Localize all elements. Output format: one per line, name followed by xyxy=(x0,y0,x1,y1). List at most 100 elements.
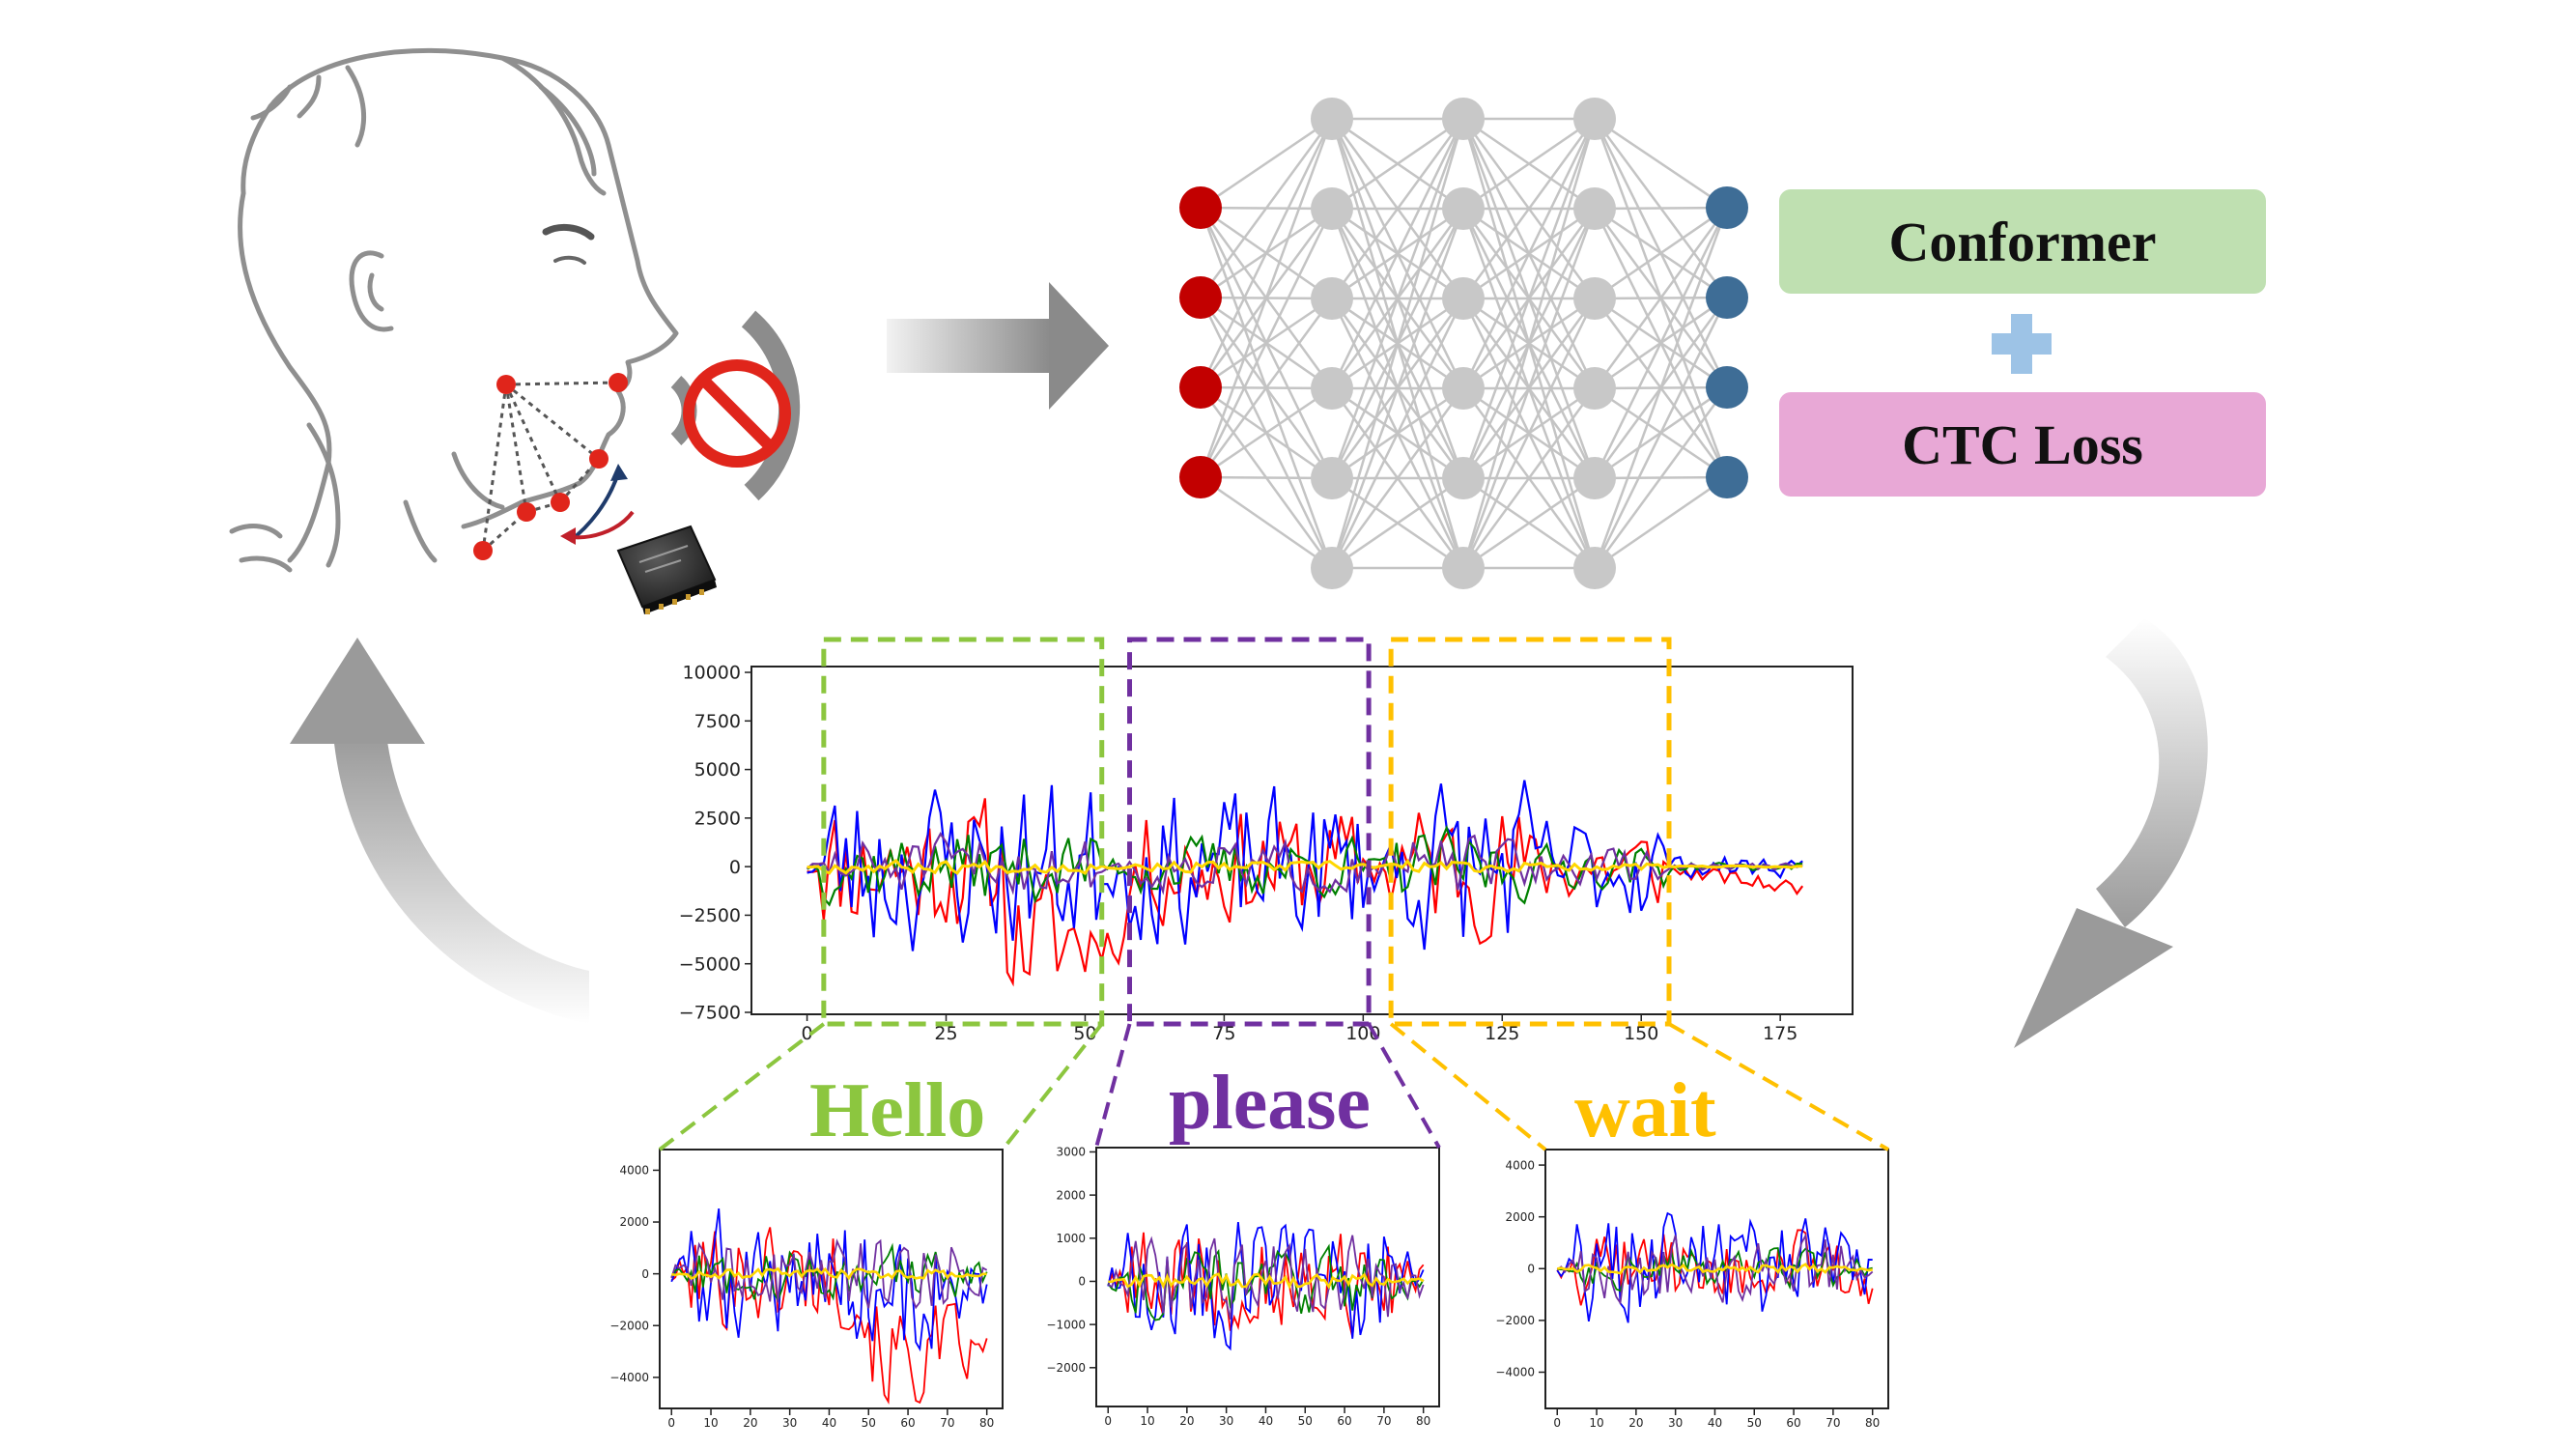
face-sketch xyxy=(229,47,679,573)
no-sound-icon xyxy=(670,310,801,501)
network-edge xyxy=(1593,207,1729,389)
signal-series-line xyxy=(1108,1272,1425,1290)
x-tick-label: 0 xyxy=(1553,1416,1561,1430)
hidden-node xyxy=(1573,277,1616,320)
network-edge xyxy=(1200,475,1333,480)
signal-series-line xyxy=(1107,1243,1425,1321)
network-edge xyxy=(1330,387,1465,569)
network-edge xyxy=(1200,475,1333,570)
y-tick-label: 0 xyxy=(1078,1275,1086,1289)
imu-chip-icon xyxy=(616,525,717,614)
ctc-loss-label: CTC Loss xyxy=(1902,412,2143,476)
network-edge xyxy=(1461,298,1597,569)
network-edge xyxy=(1330,118,1465,389)
network-edge xyxy=(1461,118,1597,299)
y-tick-label: −4000 xyxy=(1495,1366,1535,1379)
network-edge xyxy=(1594,117,1728,210)
y-tick-label: 10000 xyxy=(683,663,741,684)
y-tick-label: 5000 xyxy=(694,759,741,781)
hidden-node xyxy=(1311,367,1353,410)
signal-series-line xyxy=(1556,1229,1874,1306)
network-edge xyxy=(1330,118,1465,569)
y-tick-label: −7500 xyxy=(679,1003,741,1024)
signal-series-line xyxy=(671,1266,987,1281)
network-edge xyxy=(1330,298,1465,569)
x-tick-label: 60 xyxy=(1786,1416,1800,1430)
signal-series-line xyxy=(670,1227,988,1405)
network-edge xyxy=(1593,386,1729,569)
network-edge xyxy=(1593,297,1729,569)
word-wait: wait xyxy=(1574,1068,1716,1153)
y-tick-label: 2000 xyxy=(619,1215,649,1229)
signal-series-line xyxy=(807,824,1803,907)
network-edge xyxy=(1200,386,1333,479)
x-tick-label: 70 xyxy=(1826,1416,1840,1430)
segment-connector-line xyxy=(1367,1023,1441,1149)
word-please: please xyxy=(1169,1061,1371,1146)
x-tick-label: 20 xyxy=(1179,1414,1194,1428)
network-edge xyxy=(1199,298,1334,478)
conformer-label: Conformer xyxy=(1888,210,2157,273)
x-tick-label: 80 xyxy=(979,1416,994,1430)
network-edge xyxy=(1461,208,1597,569)
signal-series-line xyxy=(807,780,1803,952)
x-tick-label: 40 xyxy=(1708,1416,1722,1430)
segment-connector-line xyxy=(658,1022,826,1151)
network-edge xyxy=(1461,118,1597,479)
x-tick-label: 25 xyxy=(934,1023,957,1044)
x-tick-label: 75 xyxy=(1212,1023,1235,1044)
hidden-node xyxy=(1311,187,1353,230)
word-hello: Hello xyxy=(809,1068,986,1153)
y-tick-label: 4000 xyxy=(619,1164,649,1178)
hidden-node xyxy=(1442,367,1485,410)
plot-frame xyxy=(750,666,1854,1015)
x-tick-label: 20 xyxy=(1628,1416,1643,1430)
network-edge xyxy=(1461,118,1597,389)
signal-series-line xyxy=(670,1242,988,1303)
x-tick-label: 20 xyxy=(743,1416,757,1430)
x-tick-label: 30 xyxy=(1668,1416,1683,1430)
hidden-node xyxy=(1573,367,1616,410)
network-edge xyxy=(1199,208,1334,478)
hidden-node xyxy=(1573,457,1616,499)
x-tick-label: 10 xyxy=(1140,1414,1154,1428)
y-tick-label: 0 xyxy=(1527,1262,1535,1275)
y-tick-label: 2500 xyxy=(694,809,741,830)
jaw-motion-arrows xyxy=(560,464,635,545)
x-tick-label: 40 xyxy=(822,1416,836,1430)
y-tick-label: −2000 xyxy=(1495,1314,1535,1327)
network-edge xyxy=(1594,206,1728,300)
x-tick-label: 50 xyxy=(1747,1416,1762,1430)
x-tick-label: 70 xyxy=(940,1416,954,1430)
segment-connector-line xyxy=(1389,1022,1547,1151)
x-tick-label: 50 xyxy=(1298,1414,1313,1428)
x-tick-label: 175 xyxy=(1763,1023,1798,1044)
y-tick-label: 3000 xyxy=(1056,1146,1086,1159)
x-tick-label: 40 xyxy=(1259,1414,1273,1428)
neural-network-diagram xyxy=(1179,98,1748,589)
hidden-node xyxy=(1442,187,1485,230)
x-tick-label: 80 xyxy=(1865,1416,1880,1430)
signal-series-line xyxy=(1556,1263,1873,1275)
x-tick-label: 150 xyxy=(1624,1023,1658,1044)
network-edge xyxy=(1330,118,1465,479)
network-edge xyxy=(1199,118,1334,298)
x-tick-label: 30 xyxy=(782,1416,797,1430)
hidden-node xyxy=(1442,277,1485,320)
hidden-node xyxy=(1311,98,1353,140)
hidden-node xyxy=(1442,547,1485,589)
network-edge xyxy=(1461,387,1597,569)
x-tick-label: 125 xyxy=(1485,1023,1519,1044)
y-tick-label: 1000 xyxy=(1056,1232,1086,1245)
hidden-node xyxy=(1311,277,1353,320)
output-node xyxy=(1706,456,1748,498)
x-tick-label: 60 xyxy=(1337,1414,1351,1428)
x-tick-label: 50 xyxy=(862,1416,876,1430)
hidden-node xyxy=(1573,547,1616,589)
segment-connector-line xyxy=(1094,1023,1132,1149)
